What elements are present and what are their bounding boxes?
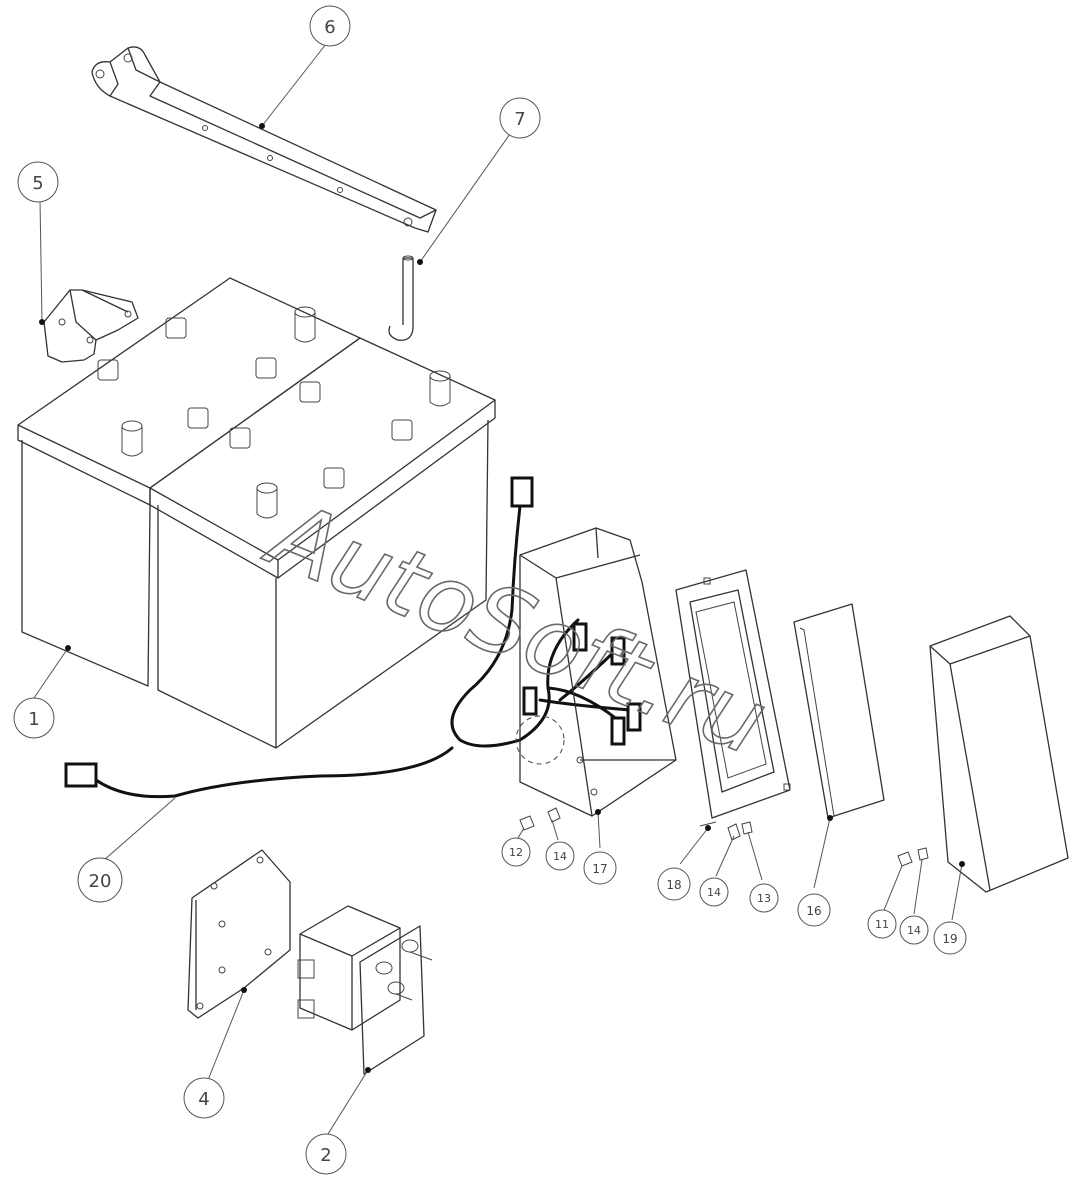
callout-19: 19 (933, 921, 967, 955)
callout-13-label: 13 (757, 892, 771, 905)
cover-part (929, 615, 1069, 893)
callout-19-label: 19 (942, 932, 957, 946)
callout-14-middle-label: 14 (707, 886, 721, 899)
callout-17-label: 17 (592, 862, 607, 876)
callout-1: 1 (13, 697, 55, 739)
callout-7-label: 7 (514, 109, 525, 130)
callout-13: 13 (749, 883, 779, 913)
battery-caps (97, 306, 451, 519)
callout-5: 5 (17, 161, 59, 203)
cable-connector-top (510, 476, 534, 508)
clamp-bar-part (91, 46, 437, 233)
panel-part (793, 603, 885, 819)
j-bolt-part (388, 255, 414, 341)
callout-18: 18 (657, 867, 691, 901)
callout-12: 12 (501, 837, 531, 867)
callout-14-right-label: 14 (907, 924, 921, 937)
callout-2: 2 (305, 1133, 347, 1175)
callout-18-label: 18 (666, 878, 681, 892)
callout-17: 17 (583, 851, 617, 885)
cable-connector-left (64, 762, 98, 788)
fasteners (519, 807, 929, 867)
callout-7: 7 (499, 97, 541, 139)
mounting-plate-part (187, 849, 291, 1019)
callout-4-label: 4 (198, 1089, 209, 1110)
relay-part (297, 905, 433, 1075)
watermark-text: AutoSoft.ru (252, 479, 781, 776)
callout-20-label: 20 (89, 871, 112, 892)
callout-14-left: 14 (545, 841, 575, 871)
callout-14-left-label: 14 (553, 850, 567, 863)
callout-1-label: 1 (28, 709, 39, 730)
callout-14-middle: 14 (699, 877, 729, 907)
callout-6-label: 6 (324, 17, 335, 38)
callout-11: 11 (867, 909, 897, 939)
callout-6: 6 (309, 5, 351, 47)
gasket-frame-part (675, 569, 791, 819)
callout-4: 4 (183, 1077, 225, 1119)
leader-lines (33, 43, 965, 1135)
callout-12-label: 12 (509, 846, 523, 859)
battery-assembly-part (17, 277, 496, 749)
callout-16: 16 (797, 893, 831, 927)
bracket-part (43, 289, 139, 363)
callout-2-label: 2 (320, 1145, 331, 1166)
cable-harness-part (64, 476, 642, 799)
callout-14-right: 14 (899, 915, 929, 945)
housing-box-part (515, 527, 677, 817)
callout-5-label: 5 (32, 173, 43, 194)
callout-20: 20 (77, 857, 123, 903)
callout-11-label: 11 (875, 918, 889, 931)
callout-16-label: 16 (806, 904, 821, 918)
